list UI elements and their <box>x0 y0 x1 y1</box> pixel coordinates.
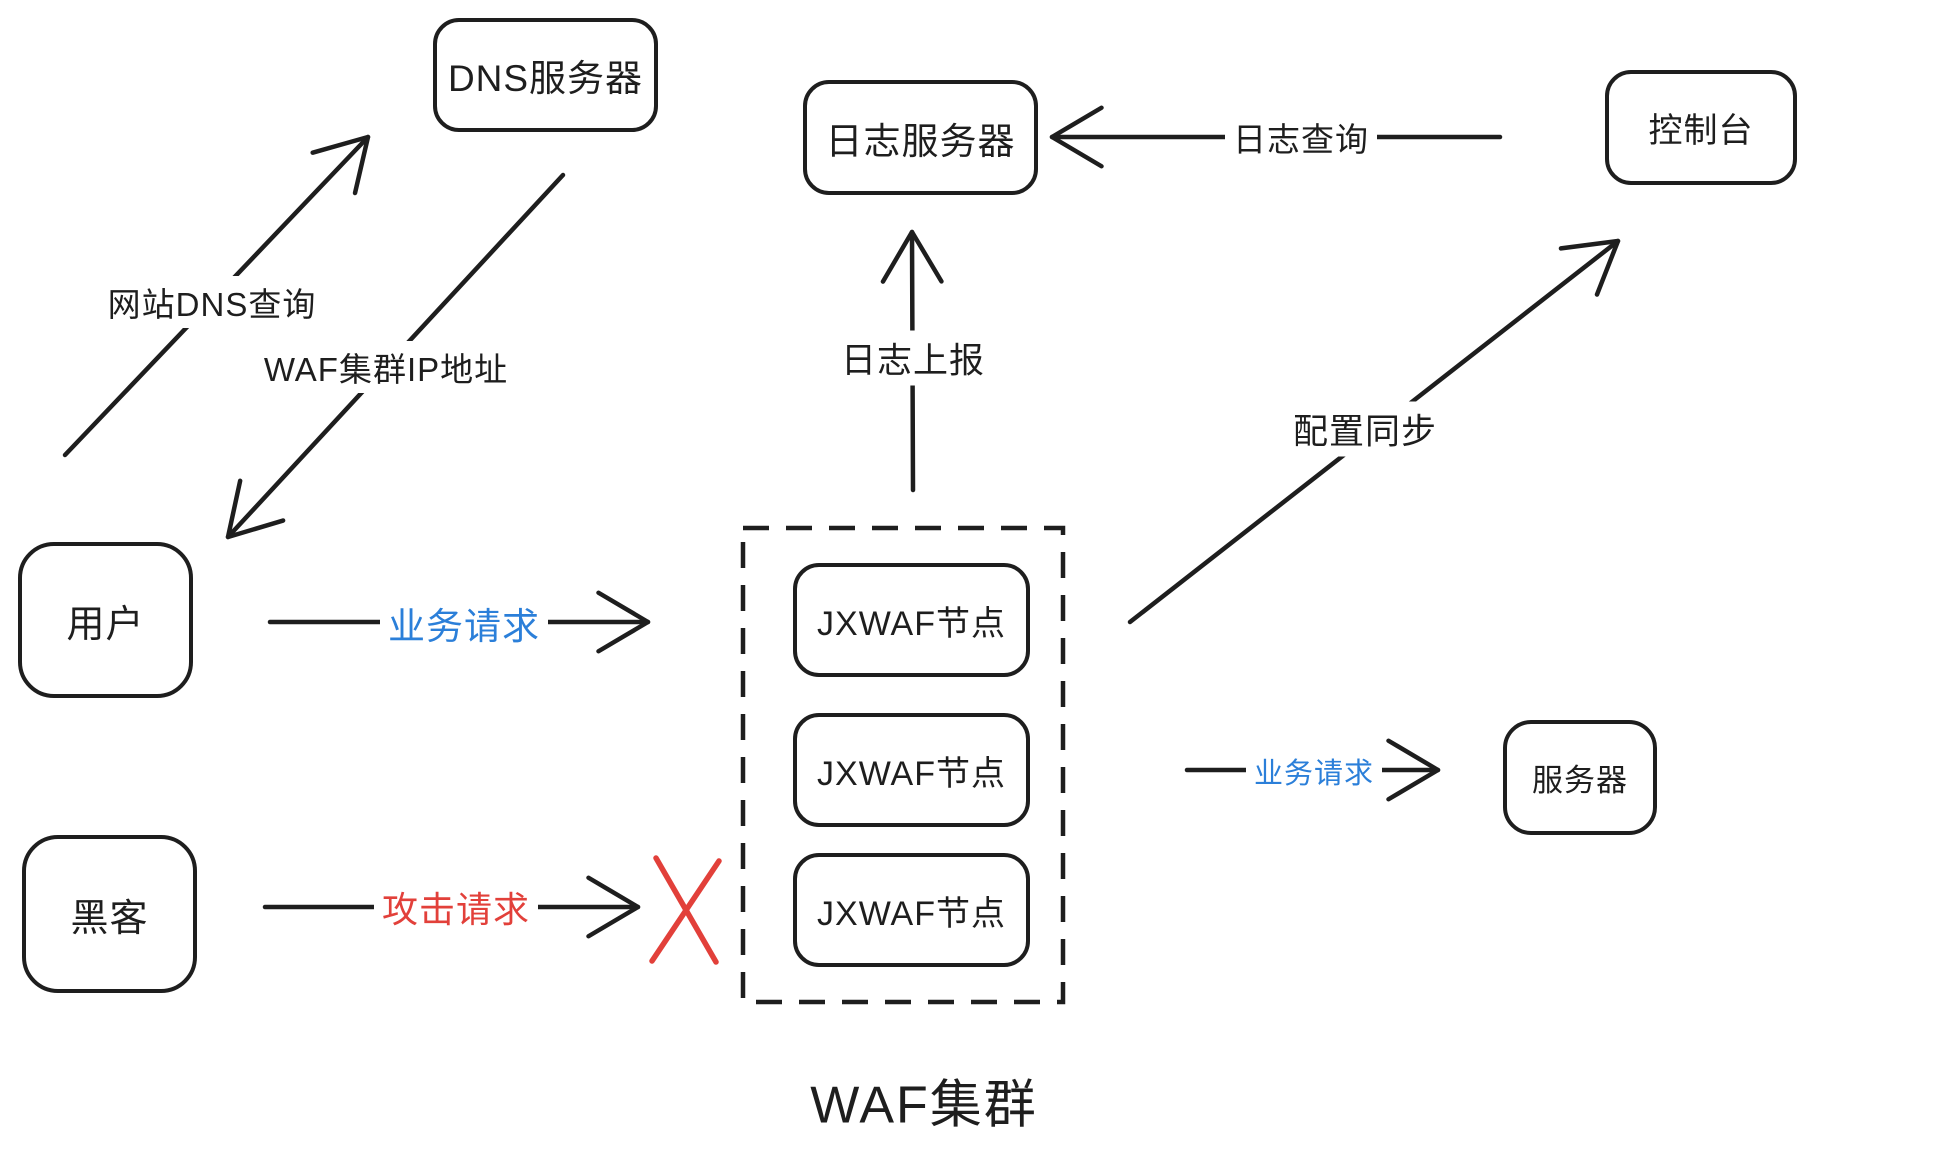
node-hacker: 黑客 <box>22 835 197 993</box>
node-jxwaf-2: JXWAF节点 <box>793 713 1030 827</box>
node-server: 服务器 <box>1503 720 1657 835</box>
diagram-title: WAF集群 <box>810 1076 1038 1135</box>
node-dns-server: DNS服务器 <box>433 18 658 132</box>
label-business-request-user: 业务请求 <box>380 594 548 652</box>
label-waf-ip: WAF集群IP地址 <box>255 341 517 393</box>
waf-cluster-dashed-border <box>740 525 1066 1005</box>
label-config-sync: 配置同步 <box>1284 401 1446 457</box>
node-jxwaf-1: JXWAF节点 <box>793 563 1030 677</box>
node-jxwaf-3: JXWAF节点 <box>793 853 1030 967</box>
node-user: 用户 <box>18 542 193 698</box>
blocked-x-icon <box>649 855 722 965</box>
node-log-server: 日志服务器 <box>803 80 1038 195</box>
label-log-report: 日志上报 <box>832 330 994 386</box>
label-business-request-server: 业务请求 <box>1245 748 1383 794</box>
node-console: 控制台 <box>1605 70 1797 185</box>
label-dns-query: 网站DNS查询 <box>99 276 325 328</box>
label-log-query: 日志查询 <box>1225 111 1377 163</box>
label-attack-request: 攻击请求 <box>373 879 539 935</box>
